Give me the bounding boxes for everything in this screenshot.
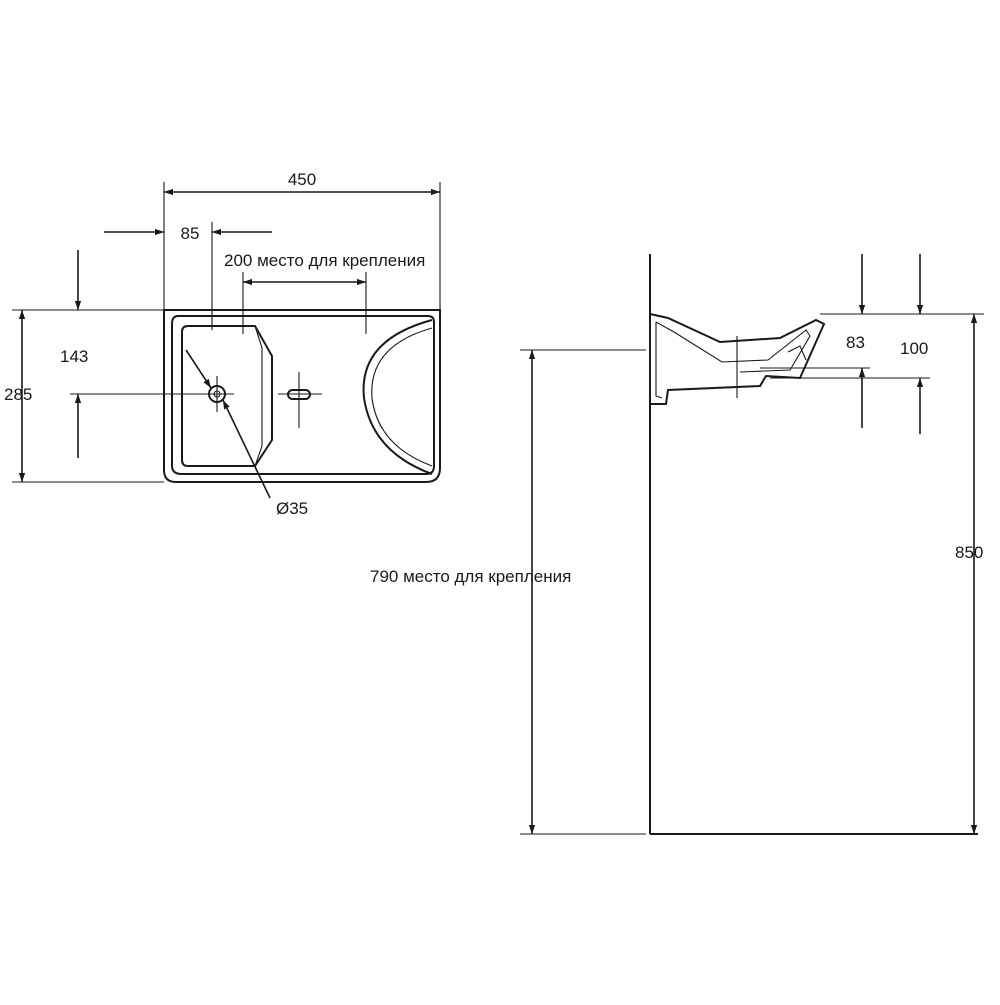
label-83: 83 (846, 333, 865, 352)
dia-leader-lower (222, 399, 271, 499)
basin-profile-back (655, 322, 663, 399)
label-200: 200 место для крепления (224, 251, 425, 270)
label-100: 100 (900, 339, 928, 358)
label-85: 85 (181, 224, 200, 243)
label-143: 143 (60, 347, 88, 366)
bowl-step (254, 325, 263, 467)
label-850: 850 (955, 543, 983, 562)
shelf-crescent (362, 319, 433, 475)
label-285: 285 (4, 385, 32, 404)
label-790: 790 место для крепления (370, 567, 571, 586)
label-dia: Ø35 (276, 499, 308, 518)
bowl-inner (181, 325, 273, 467)
label-450: 450 (288, 170, 316, 189)
basin-rim-inner (171, 315, 435, 475)
basin-profile (649, 313, 826, 405)
basin-profile-inner (655, 321, 811, 373)
side-view: 790 место для крепления 850 83 100 (370, 254, 984, 835)
shelf-crescent-inner (371, 327, 433, 467)
overflow-detail (787, 345, 807, 361)
top-view: 450 85 200 место для крепления 285 143 Ø… (4, 170, 441, 518)
dia-leader-upper (185, 349, 212, 389)
basin-outline (163, 309, 441, 483)
